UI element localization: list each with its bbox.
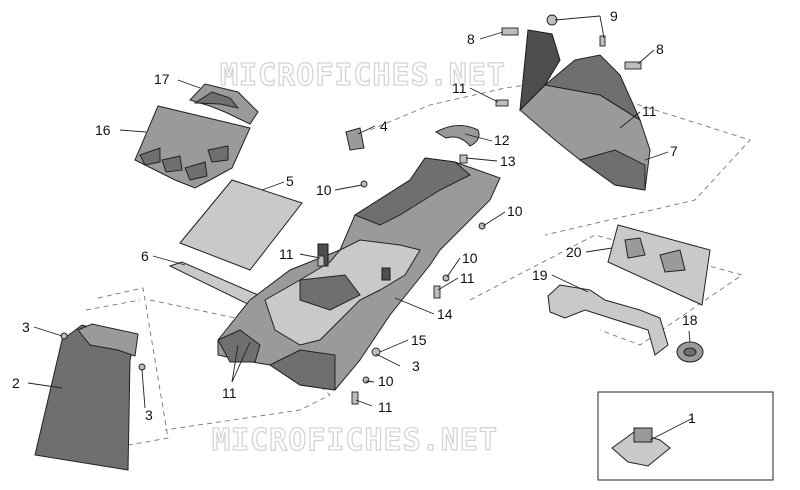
callout-18: 18 <box>682 312 698 328</box>
callout-20: 20 <box>566 244 582 260</box>
callout-10-d: 10 <box>378 373 394 389</box>
part-4-clip <box>345 127 365 151</box>
watermark-bottom: MICROFICHES.NET <box>212 423 498 458</box>
hardware <box>60 14 642 405</box>
part-19-bracket <box>547 284 669 356</box>
callout-12: 12 <box>494 132 510 148</box>
part-7-rear-cover <box>519 29 651 191</box>
callout-labels: 1 2 3 3 3 4 5 6 7 8 8 9 10 10 10 10 11 1… <box>12 8 698 426</box>
part-20-plate-holder <box>607 224 711 306</box>
part-2-mudflap <box>34 323 139 471</box>
callout-5: 5 <box>286 173 294 189</box>
callout-1: 1 <box>688 410 696 426</box>
callout-11-bottom-left: 11 <box>222 385 237 401</box>
callout-19: 19 <box>532 267 548 283</box>
part-5-pad <box>179 179 303 271</box>
part-16-plate <box>134 105 251 189</box>
callout-13: 13 <box>500 153 516 169</box>
callout-3-bottom: 3 <box>145 407 153 423</box>
callout-11-bottom: 11 <box>378 399 393 415</box>
inset-box <box>597 391 774 481</box>
callout-15: 15 <box>411 332 427 348</box>
callout-11-mid: 11 <box>279 246 294 262</box>
callout-2: 2 <box>12 375 20 391</box>
part-14-undertray <box>217 157 501 391</box>
callout-8-left: 8 <box>467 31 475 47</box>
callout-16: 16 <box>95 122 111 138</box>
callout-11-right: 11 <box>642 103 657 119</box>
callout-4: 4 <box>380 118 388 134</box>
watermark-top: MICROFICHES.NET <box>220 58 506 93</box>
callout-8-right: 8 <box>656 41 664 57</box>
callout-3-center: 3 <box>412 358 420 374</box>
callout-10-a: 10 <box>316 182 332 198</box>
leader-lines <box>27 15 694 441</box>
part-18-grommet <box>676 341 704 363</box>
callout-10-c: 10 <box>462 250 478 266</box>
callout-17: 17 <box>154 71 170 87</box>
callout-6: 6 <box>141 248 149 264</box>
callout-11-c: 11 <box>460 270 475 286</box>
callout-9: 9 <box>610 8 618 24</box>
part-17-bracket <box>189 83 259 125</box>
callout-7: 7 <box>670 143 678 159</box>
callout-10-b: 10 <box>507 203 523 219</box>
callout-3-left: 3 <box>22 319 30 335</box>
callout-11-top: 11 <box>452 80 467 96</box>
part-12-strap <box>434 125 480 147</box>
callout-14: 14 <box>437 306 453 322</box>
